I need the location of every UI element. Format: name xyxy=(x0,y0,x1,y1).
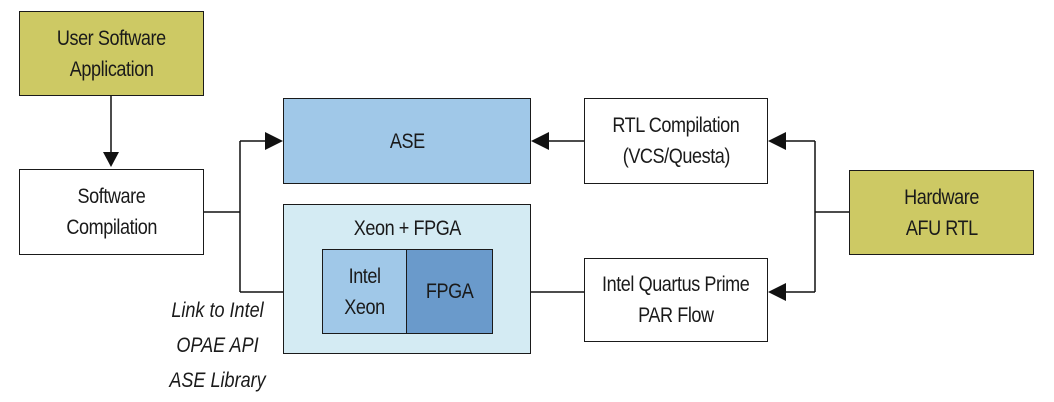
node-label: (VCS/Questa) xyxy=(622,145,730,168)
node-label: RTL Compilation xyxy=(612,114,740,137)
caption-line: Link to Intel xyxy=(171,299,264,322)
caption-line: ASE Library xyxy=(169,369,266,392)
node-label: FPGA xyxy=(425,280,474,303)
software-compilation-node: Software Compilation xyxy=(19,169,204,255)
opae-link-caption: Link to Intel OPAE API ASE Library xyxy=(150,293,285,398)
rtl-compilation-node: RTL Compilation (VCS/Questa) xyxy=(584,98,768,184)
node-label: Xeon xyxy=(344,295,385,319)
node-label: Compilation xyxy=(66,216,157,239)
intel-xeon-node: Intel Xeon xyxy=(322,249,407,334)
arrowhead-left-quartus xyxy=(768,283,786,301)
node-label: Intel Quartus Prime xyxy=(602,273,750,296)
node-label: Hardware xyxy=(904,185,979,209)
node-label: Intel xyxy=(348,264,381,288)
node-label: ASE xyxy=(389,129,425,153)
caption-line: OPAE API xyxy=(176,334,259,357)
hardware-afu-rtl-node: Hardware AFU RTL xyxy=(849,170,1034,255)
node-label: PAR Flow xyxy=(638,304,714,327)
quartus-par-flow-node: Intel Quartus Prime PAR Flow xyxy=(584,258,768,342)
node-label: User Software xyxy=(57,26,166,50)
ase-node: ASE xyxy=(283,98,531,184)
arrowhead-left-ase xyxy=(531,132,549,150)
node-label: Software xyxy=(77,185,146,208)
arrowhead-down xyxy=(103,152,119,167)
node-label: Application xyxy=(69,57,154,81)
container-title: Xeon + FPGA xyxy=(353,217,461,240)
arrowhead-left-rtl xyxy=(768,132,786,150)
node-label: AFU RTL xyxy=(905,216,978,240)
user-software-application-node: User Software Application xyxy=(19,11,204,96)
arrowhead-right-ase xyxy=(265,132,283,150)
fpga-node: FPGA xyxy=(406,249,493,334)
